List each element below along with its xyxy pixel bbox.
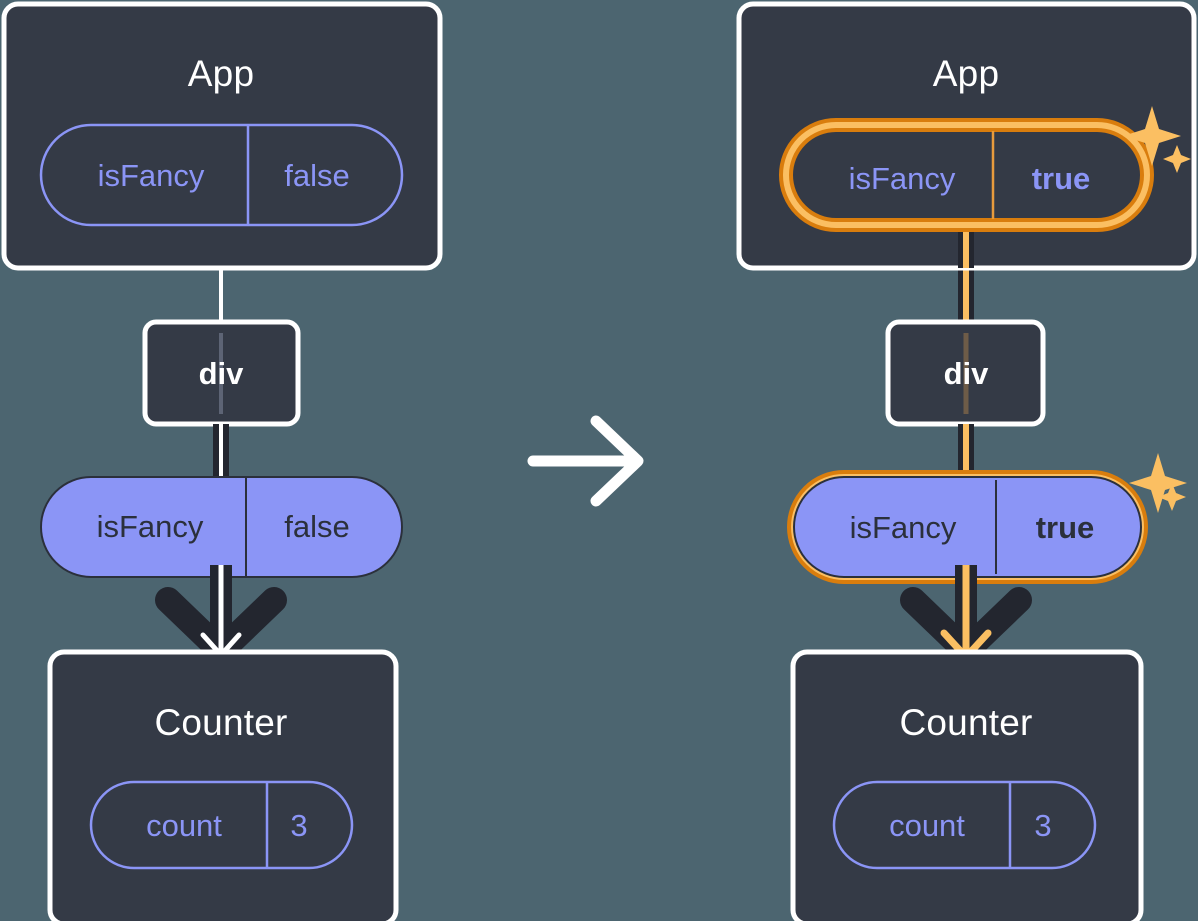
app-state-pill-after: [779, 118, 1154, 232]
counter-box-before: [47, 649, 399, 921]
panel-before: [1, 1, 443, 921]
prop-pill-before: [40, 476, 403, 578]
counter-state-pill-before: [89, 780, 354, 870]
sparkle-icon-top: [1123, 106, 1191, 173]
counter-state-pill-after: [832, 780, 1097, 870]
panel-after: [736, 1, 1197, 921]
arrow-down-before: [155, 565, 287, 664]
prop-pill-after: [787, 470, 1148, 584]
transition-arrow-icon: [527, 415, 644, 507]
counter-box-after: [790, 649, 1144, 921]
app-box-before: [1, 1, 443, 271]
app-state-pill-before: [39, 123, 404, 227]
sparkle-icon-bottom: [1129, 453, 1187, 513]
